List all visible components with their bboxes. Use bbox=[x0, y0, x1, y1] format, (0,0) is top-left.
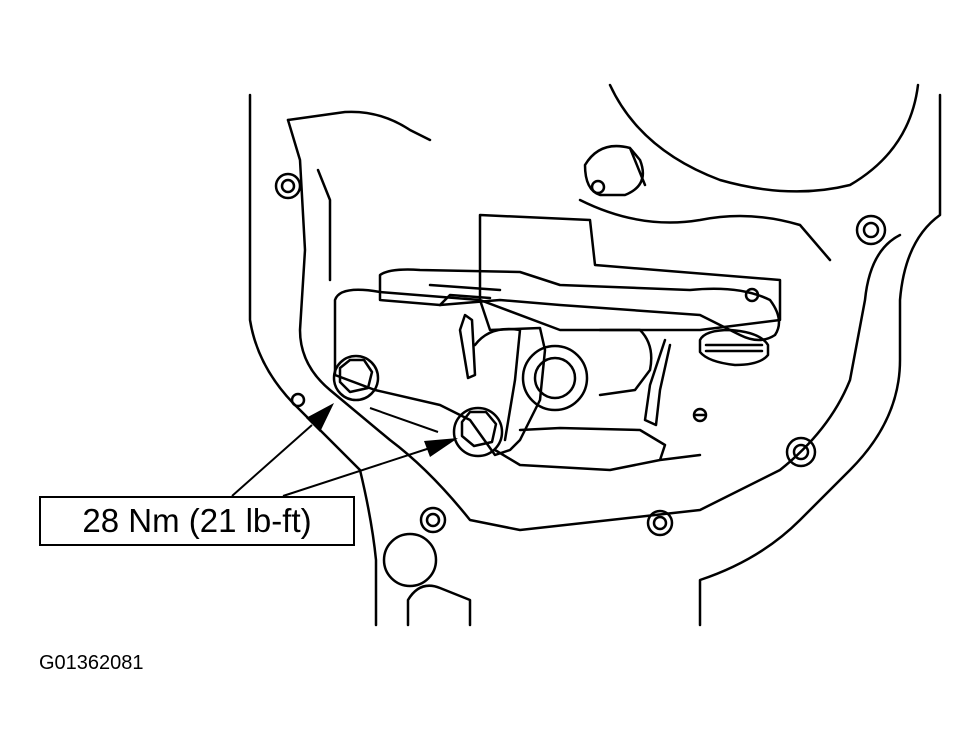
lower-linkage bbox=[493, 426, 702, 472]
inner-recess bbox=[316, 168, 832, 282]
mount-hole bbox=[425, 512, 441, 528]
lever-pin bbox=[744, 287, 760, 303]
bolt-lower bbox=[452, 406, 504, 458]
mount-hole bbox=[855, 214, 887, 246]
bolt-upper bbox=[332, 354, 380, 402]
side-boss bbox=[598, 328, 653, 397]
mount-hole bbox=[290, 392, 306, 408]
large-bore bbox=[382, 532, 438, 588]
housing-slot bbox=[458, 313, 522, 442]
torque-callout-box: 28 Nm (21 lb-ft) bbox=[39, 496, 355, 546]
upper-dome bbox=[608, 83, 920, 193]
mount-hole bbox=[419, 506, 447, 534]
pointer-line bbox=[369, 407, 439, 433]
bolt-lower-head bbox=[460, 410, 498, 448]
shift-lever-arm bbox=[378, 268, 781, 342]
mount-hole bbox=[792, 443, 810, 461]
dowel-pin bbox=[583, 144, 647, 197]
arrowhead-upper bbox=[306, 403, 334, 432]
spring-wire bbox=[643, 338, 672, 427]
mount-hole bbox=[274, 172, 302, 200]
bolt-upper-head bbox=[338, 358, 374, 394]
mount-hole bbox=[590, 179, 606, 195]
mount-hole bbox=[785, 436, 817, 468]
leader-line-lower bbox=[282, 447, 431, 497]
inner-flange-upper bbox=[286, 110, 432, 142]
mount-hole bbox=[652, 515, 668, 531]
detent-spring bbox=[698, 328, 770, 367]
inner-flange bbox=[286, 118, 902, 532]
leader-line-upper bbox=[231, 424, 313, 497]
lever-detail bbox=[428, 283, 502, 307]
small-screw bbox=[692, 407, 708, 423]
housing-outline bbox=[248, 93, 942, 627]
mount-hole bbox=[280, 178, 296, 194]
mount-hole bbox=[646, 509, 674, 537]
figure-id-label: G01362081 bbox=[39, 652, 144, 674]
mount-hole bbox=[862, 221, 880, 239]
arrowhead-lower bbox=[424, 438, 458, 457]
shifter-bore-inner bbox=[533, 356, 577, 400]
torque-spec-label: 28 Nm (21 lb-ft) bbox=[82, 502, 312, 539]
shifter-housing bbox=[333, 288, 547, 457]
shifter-bore bbox=[521, 344, 589, 412]
